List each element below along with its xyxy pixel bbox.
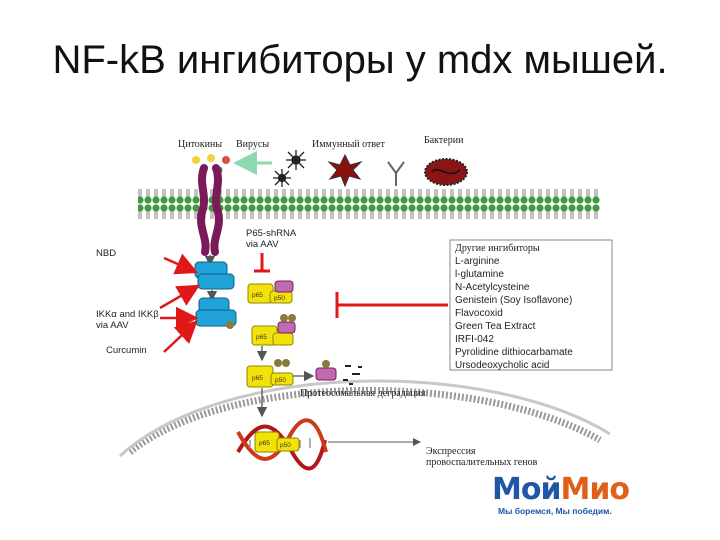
ikk-complex [194,261,235,290]
inhibitor-item: Genistein (Soy Isoflavone) [455,295,572,306]
inhibitor-item: l-glutamine [455,269,504,280]
nfkb-complex-1: p65 p50 [247,280,294,304]
p65-label: p65 [252,292,263,299]
nfkb-bound-dna: p65 p50 [254,431,300,453]
nuclear-membrane [118,379,611,458]
p50-label: p50 [274,295,285,302]
label-bacteria: Бактерии [424,135,464,146]
nbd-arrow [163,253,199,275]
ligand-dots [192,154,230,174]
p65-label: p65 [259,440,270,447]
p65-label: p65 [256,334,267,341]
ikk-phospho-complex [195,297,237,329]
label-shrna-via-aav: via AAV [246,239,279,250]
shrna-inhibition [254,253,270,273]
p50-label: p50 [280,442,291,449]
immune-burst-icon [327,153,363,188]
logo-part-moi: Мой [492,472,561,507]
other-inhibitors-box [449,239,613,371]
label-cytokines: Цитокины [178,139,222,150]
inhibitor-item: Green Tea Extract [455,321,536,332]
inhibitor-item: N-Acetylcysteine [455,282,530,293]
label-immune-response: Иммунный ответ [312,139,385,150]
label-viruses: Вирусы [236,139,269,150]
label-expression: Экспрессия [426,446,476,457]
antibody-icon [387,161,405,186]
inhibitor-item: L-arginine [455,256,500,267]
slide-title: NF-kB ингибиторы у mdx мышей. [52,38,668,82]
receptor [197,164,223,256]
other-inhibitors-line [335,292,448,318]
bacteria-icon [424,158,468,186]
inhibitor-item: IRFI-042 [455,334,494,345]
label-proinflammatory-genes: провоспалительных генов [426,457,538,468]
inhibitor-item: Pyrolidine dithiocarbamate [455,347,573,358]
ikk-arrow-1 [159,284,201,310]
virus-icon [273,150,306,187]
label-nbd: NBD [96,248,116,259]
p50-label: p50 [275,377,286,384]
other-inhibitors-header: Другие ингибиторы [455,243,540,254]
nfkb-complex-3: p65 p50 [246,359,294,388]
logo-part-mio: Мио [560,472,629,507]
label-ikk: IKKα and IKKβ [96,309,159,320]
inhibitor-item: Ursodeoxycholic acid [455,360,550,371]
logo-tagline: Мы боремся, Мы победим. [498,506,612,516]
p65-label: p65 [252,375,263,382]
ikb-fragment [315,360,362,385]
other-inhibitors-list: L-arginine l-glutamine N-Acetylcysteine … [455,256,573,371]
label-ikk-via-aav: via AAV [96,320,129,331]
moimio-logo: МойМио Мы боремся, Мы победим. [492,474,697,530]
inhibitor-item: Flavocoxid [455,308,503,319]
label-proteasomal-degradation: Протеосомальная деградация [300,388,426,399]
nfkb-complex-2: p65 [251,314,296,346]
curcumin-arrow [163,320,198,353]
label-shrna: P65-shRNA [246,228,297,239]
label-curcumin: Curcumin [106,345,147,356]
